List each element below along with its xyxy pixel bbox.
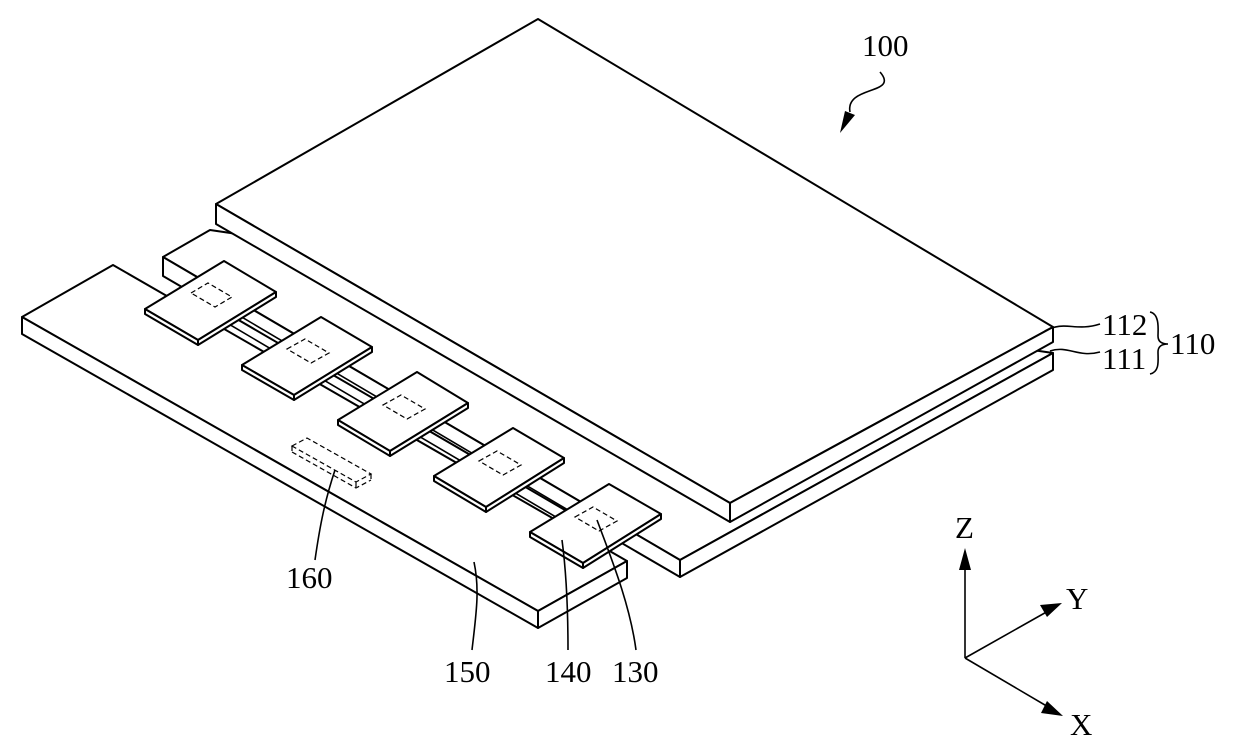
label-150: 150: [444, 654, 491, 689]
y-arrow-icon: [1040, 603, 1062, 617]
x-arrow-icon: [1041, 701, 1063, 716]
label-112: 112: [1102, 307, 1147, 342]
brace-110: [1150, 312, 1168, 374]
leader-100: [850, 72, 885, 112]
label-160: 160: [286, 560, 333, 595]
label-100: 100: [862, 28, 909, 63]
label-130: 130: [612, 654, 659, 689]
coordinate-axes: Z Y X: [955, 510, 1092, 742]
y-axis-label: Y: [1066, 581, 1088, 616]
leader-111: [1050, 349, 1100, 353]
label-140: 140: [545, 654, 592, 689]
label-110: 110: [1170, 326, 1215, 361]
z-arrow-icon: [959, 548, 971, 570]
x-axis: [965, 658, 1050, 708]
label-111: 111: [1102, 341, 1146, 376]
z-axis-label: Z: [955, 510, 974, 545]
y-axis: [965, 610, 1050, 658]
arrow-100-icon: [840, 111, 855, 133]
x-axis-label: X: [1070, 707, 1092, 742]
